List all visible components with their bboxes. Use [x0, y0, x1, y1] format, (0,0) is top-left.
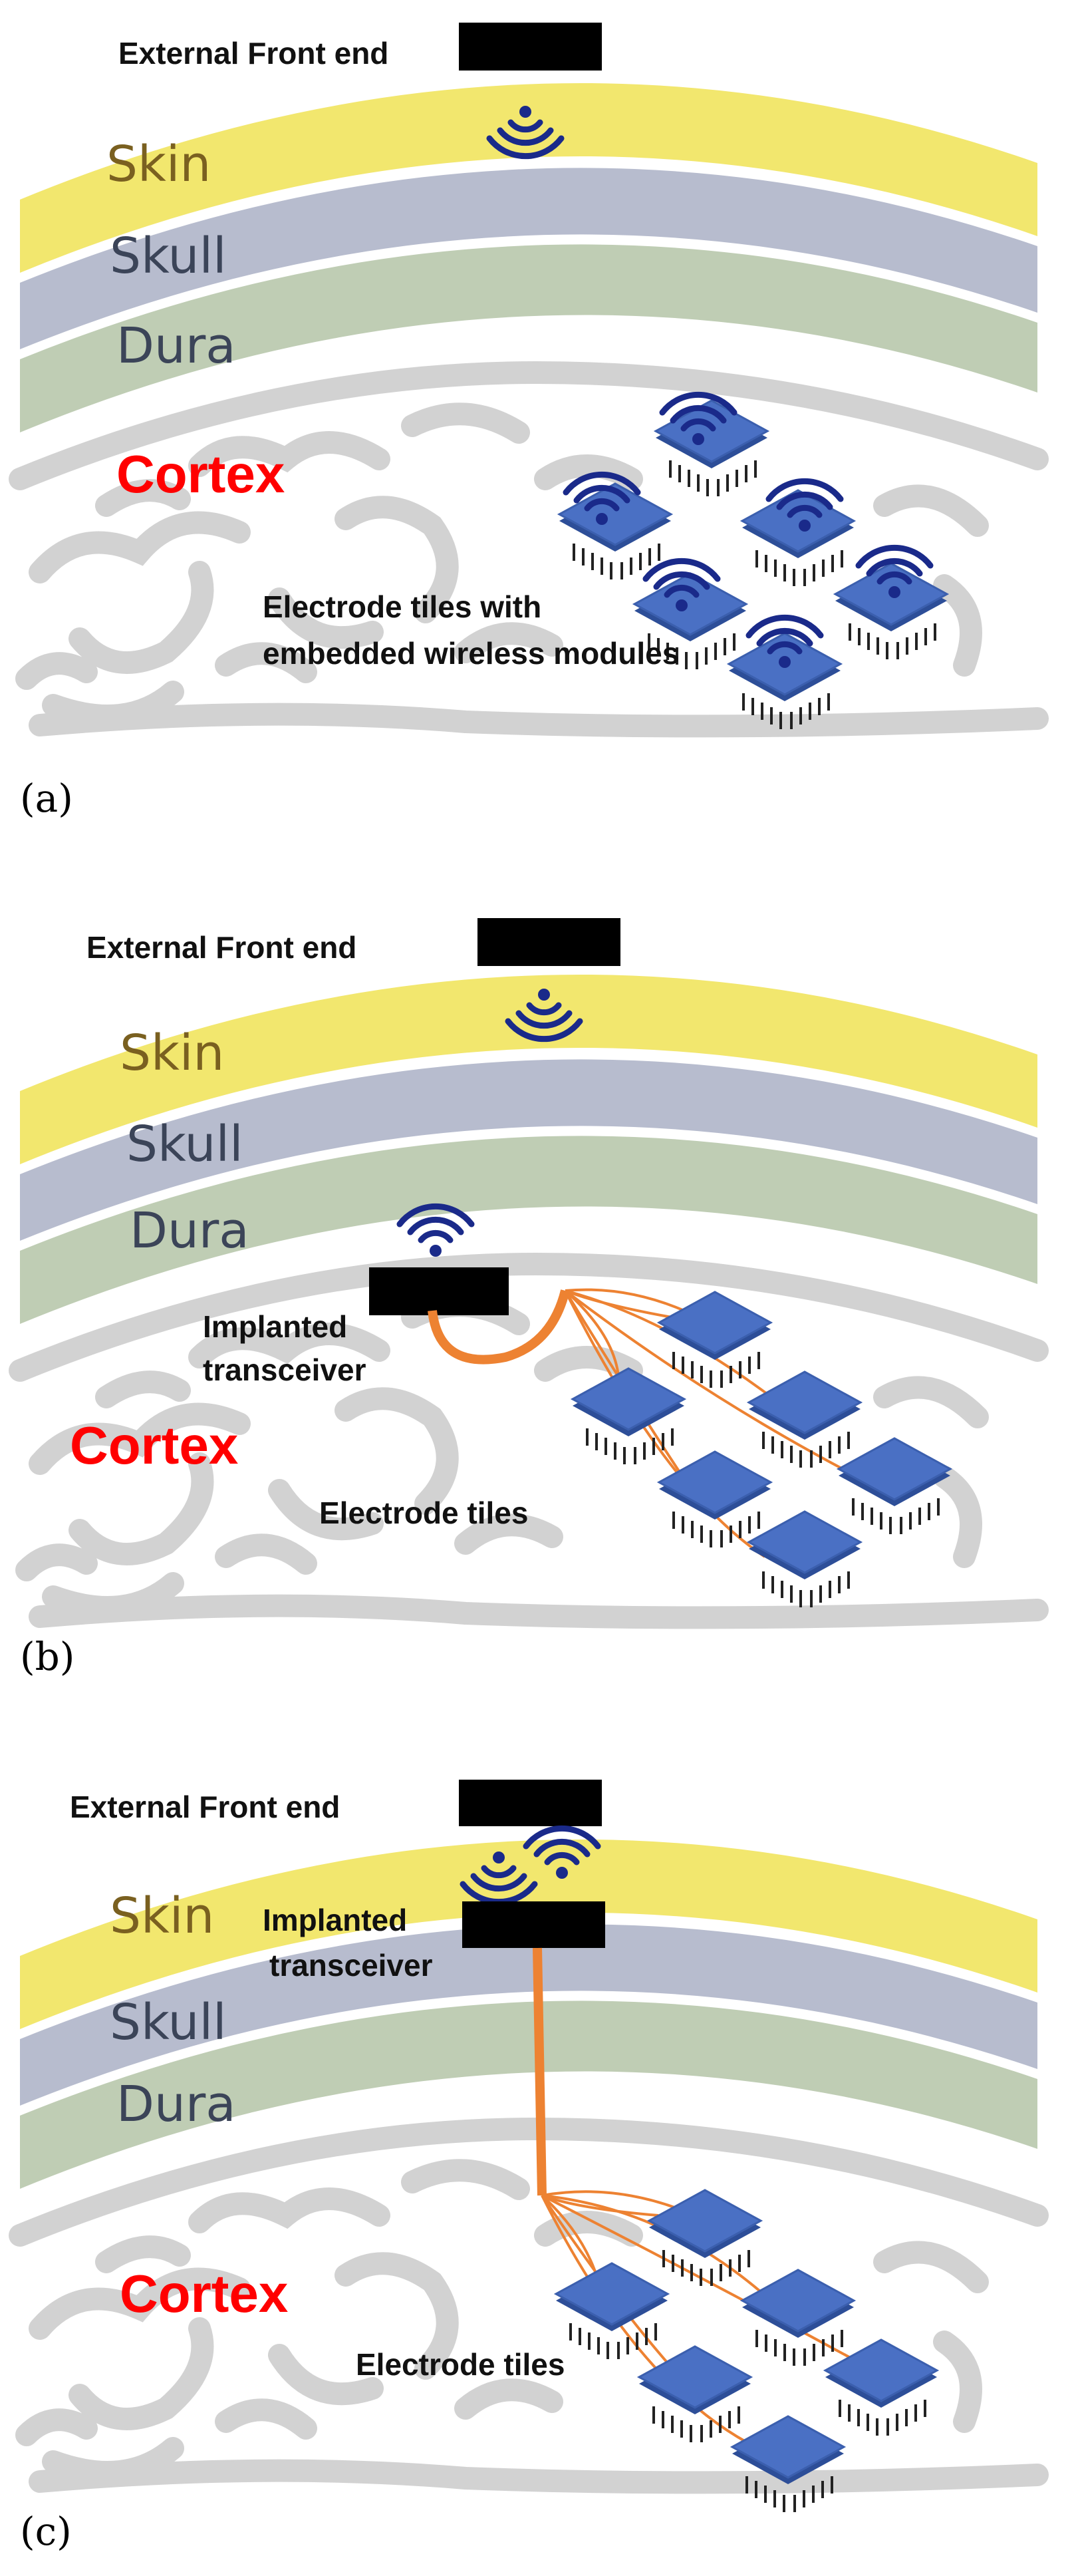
electrode-tile: [731, 2415, 845, 2513]
electrode-tiles-label: Electrode tiles: [319, 1496, 528, 1530]
implanted-label-line1: Implanted: [203, 1309, 347, 1344]
dura-label: Dura: [116, 2076, 236, 2133]
electrode-tile: [654, 399, 769, 498]
electrode-tiles-label: Electrode tiles: [356, 2347, 565, 2382]
caption-c: (c): [20, 2509, 72, 2554]
skull-label: Skull: [110, 228, 227, 285]
skull-label: Skull: [126, 1116, 243, 1173]
skin-label: Skin: [106, 136, 211, 193]
skin-label: Skin: [120, 1025, 224, 1082]
cortex-label: Cortex: [120, 2264, 288, 2323]
implanted-label-line2: transceiver: [269, 1948, 433, 1983]
implanted-label-line1: Implanted: [263, 1903, 407, 1937]
external-front-end-box: [459, 1780, 602, 1826]
implanted-transceiver-box: [462, 1901, 605, 1948]
electrode-tile: [571, 1367, 686, 1466]
implanted-label-line2: transceiver: [203, 1353, 366, 1387]
external-front-end-label: External Front end: [70, 1790, 340, 1824]
cortex-label: Cortex: [116, 444, 285, 504]
electrode-tile: [837, 1437, 952, 1535]
panel-a: External Front end Skin Skull Dura Corte…: [20, 23, 1037, 821]
panel-c: External Front end Skin Implanted transc…: [20, 1780, 1037, 2554]
cortex-label: Cortex: [70, 1416, 238, 1475]
external-front-end-label: External Front end: [86, 930, 356, 965]
electrode-tile: [741, 489, 855, 587]
electrode-note-line2: embedded wireless modules: [263, 636, 679, 671]
electrode-tile: [834, 562, 948, 661]
electrode-tile: [638, 2345, 752, 2444]
caption-b: (b): [20, 1634, 74, 1679]
external-front-end-label: External Front end: [118, 36, 388, 71]
implanted-transceiver-box: [369, 1267, 509, 1315]
electrode-note-line1: Electrode tiles with: [263, 589, 541, 624]
electrode-tile: [747, 1510, 862, 1609]
skull-label: Skull: [110, 1994, 227, 2051]
caption-a: (a): [20, 776, 73, 821]
skin-label: Skin: [110, 1887, 214, 1945]
external-front-end-box: [477, 918, 620, 966]
dura-label: Dura: [130, 1202, 249, 1259]
electrode-tile: [747, 1370, 862, 1469]
panel-b: External Front end Skin Skull Dura Impla…: [20, 918, 1037, 1679]
external-front-end-box: [459, 23, 602, 71]
dura-label: Dura: [116, 317, 236, 375]
